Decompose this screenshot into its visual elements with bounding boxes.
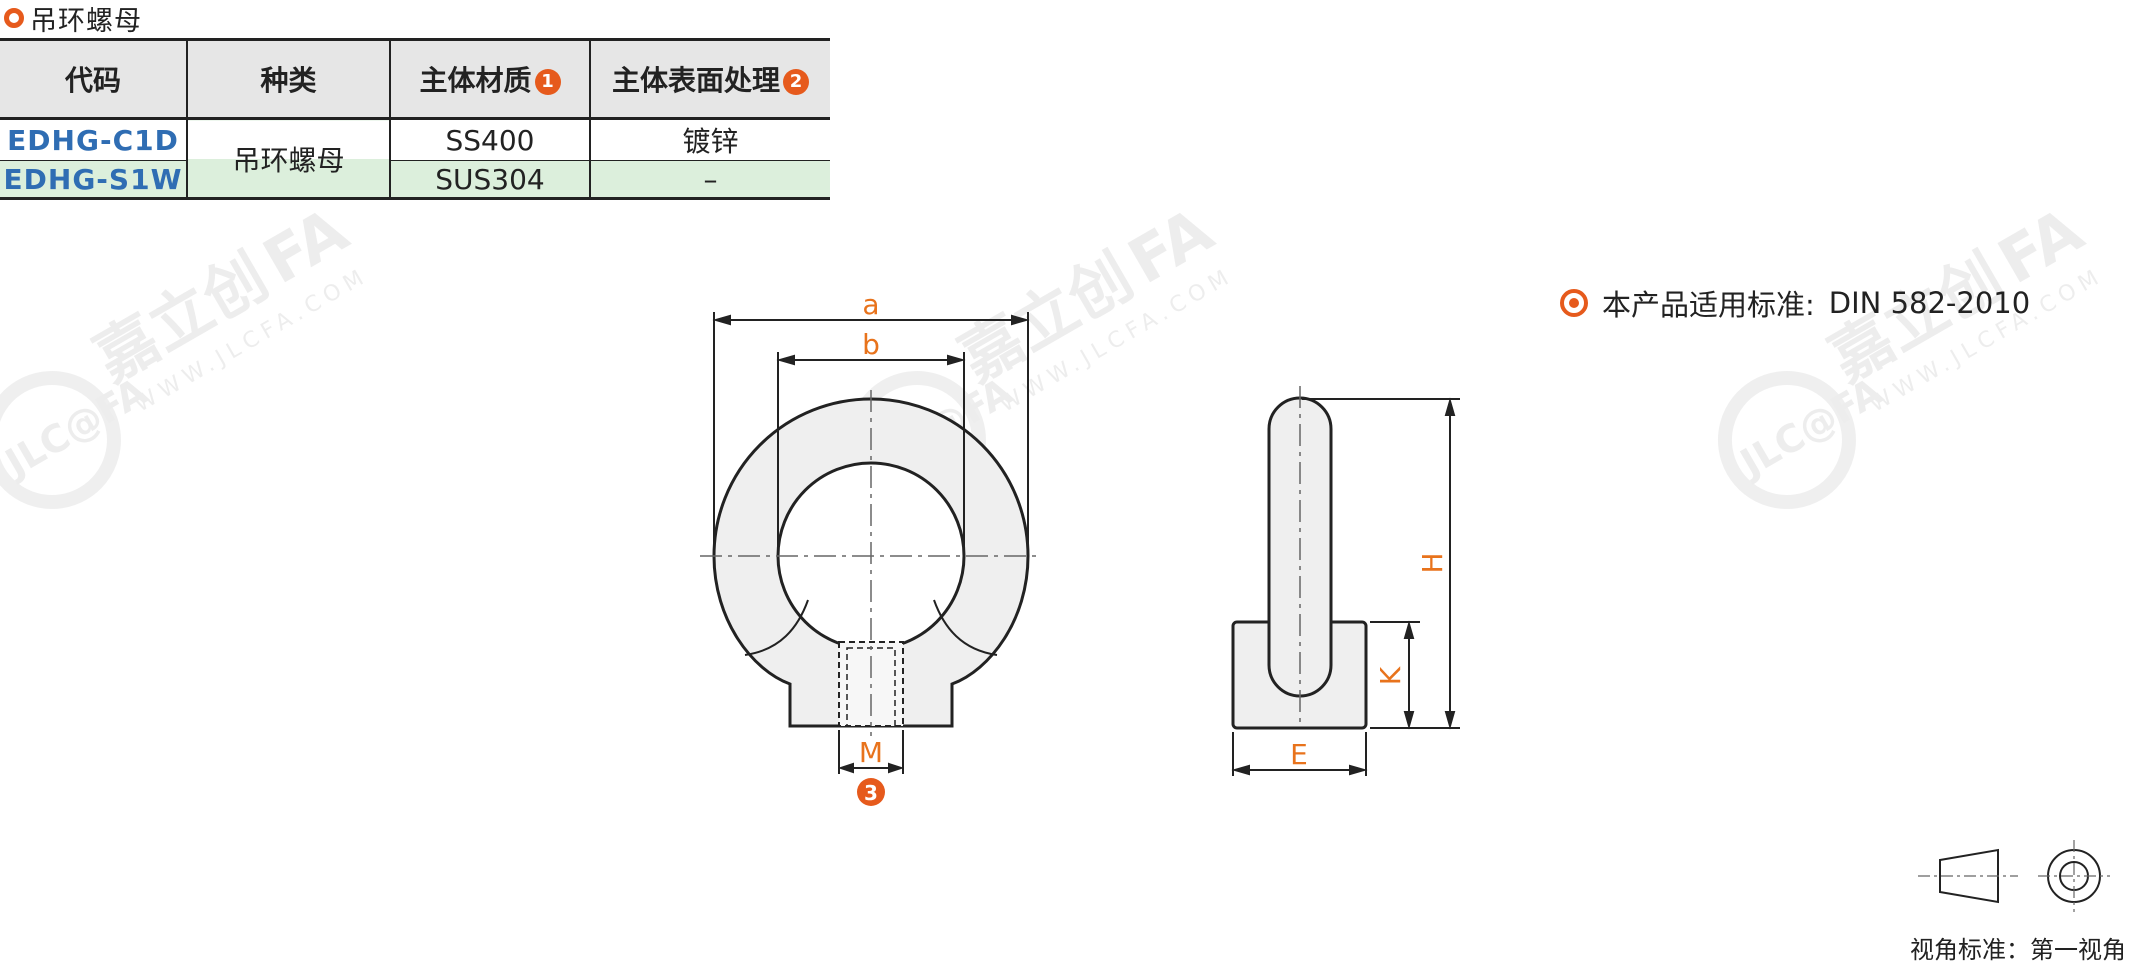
dim-m-label: M bbox=[859, 736, 883, 769]
watermark-1: JLC@FA 嘉立创 FA WWW.JLCFA.COM bbox=[0, 193, 373, 509]
table-row: EDHG-C1D 吊环螺母 SS400 镀锌 bbox=[0, 118, 830, 199]
dim-e-arrow-left bbox=[1231, 764, 1250, 776]
dim-k-arrow-top bbox=[1403, 620, 1415, 639]
dim-h bbox=[1302, 397, 1460, 730]
header-material-label: 主体材质 bbox=[419, 64, 532, 97]
target-bullet-icon bbox=[1560, 289, 1588, 317]
surface-cell: – bbox=[590, 160, 830, 199]
dim-e bbox=[1231, 732, 1368, 776]
dim-a-arrow-left bbox=[712, 314, 731, 326]
projection-caption: 视角标准：第一视角 bbox=[1910, 936, 2126, 964]
watermark-logo-icon bbox=[1717, 371, 1856, 509]
dim-e-arrow-right bbox=[1349, 764, 1368, 776]
standard-note: 本产品适用标准: DIN 582-2010 bbox=[1560, 282, 2030, 324]
code-cell: EDHG-C1D bbox=[0, 118, 188, 161]
dim-m-arrow-left bbox=[837, 762, 854, 774]
front-centerlines bbox=[700, 390, 1042, 736]
dim-a-label: a bbox=[862, 288, 879, 321]
note-badge-1: 1 bbox=[534, 69, 561, 95]
dim-a bbox=[712, 312, 1030, 548]
standard-value: DIN 582-2010 bbox=[1828, 286, 2031, 320]
body-contour-right bbox=[933, 599, 998, 656]
dim-k bbox=[1370, 620, 1420, 730]
note-badge-2: 2 bbox=[783, 69, 809, 95]
title-text: 吊环螺母 bbox=[30, 5, 142, 37]
material-cell: SS400 bbox=[390, 118, 591, 161]
first-angle-projection-icon bbox=[1918, 840, 2110, 912]
surface-cell: 镀锌 bbox=[590, 118, 830, 161]
dim-a-arrow-right bbox=[1011, 314, 1030, 326]
dim-m-arrow-right bbox=[888, 762, 905, 774]
dim-m bbox=[837, 730, 905, 774]
dim-b bbox=[776, 352, 966, 548]
dim-b-arrow-left bbox=[776, 354, 795, 366]
thread-note-badge bbox=[857, 778, 885, 806]
header-surface-label: 主体表面处理 bbox=[611, 64, 780, 97]
dim-b-arrow-right bbox=[947, 354, 966, 366]
body-contour-left bbox=[744, 599, 809, 656]
table-row: EDHG-S1W SUS304 – bbox=[0, 160, 830, 199]
standard-label: 本产品适用标准: bbox=[1602, 288, 1815, 322]
side-view bbox=[1231, 396, 1368, 730]
watermark-3: JLC@FA 嘉立创 FA WWW.JLCFA.COM bbox=[1717, 193, 2108, 509]
dim-h-arrow-bottom bbox=[1444, 711, 1456, 730]
dim-e-label: E bbox=[1290, 738, 1308, 771]
projection-cone bbox=[1939, 848, 1999, 904]
thread-note-number: 3 bbox=[864, 781, 878, 805]
watermark-logo-icon bbox=[0, 371, 121, 509]
type-cell: 吊环螺母 bbox=[187, 118, 391, 199]
dim-k-label: K bbox=[1374, 666, 1407, 685]
dim-k-arrow-bottom bbox=[1403, 711, 1415, 730]
code-cell: EDHG-S1W bbox=[0, 160, 188, 199]
dim-h-label: H bbox=[1416, 552, 1449, 573]
section-title: 吊环螺母 bbox=[4, 2, 142, 37]
header-type: 种类 bbox=[187, 39, 391, 120]
header-code: 代码 bbox=[0, 39, 188, 120]
dim-b-label: b bbox=[862, 328, 880, 361]
material-cell: SUS304 bbox=[390, 160, 591, 199]
circle-bullet-icon bbox=[4, 8, 24, 28]
dim-h-arrow-top bbox=[1444, 397, 1456, 416]
